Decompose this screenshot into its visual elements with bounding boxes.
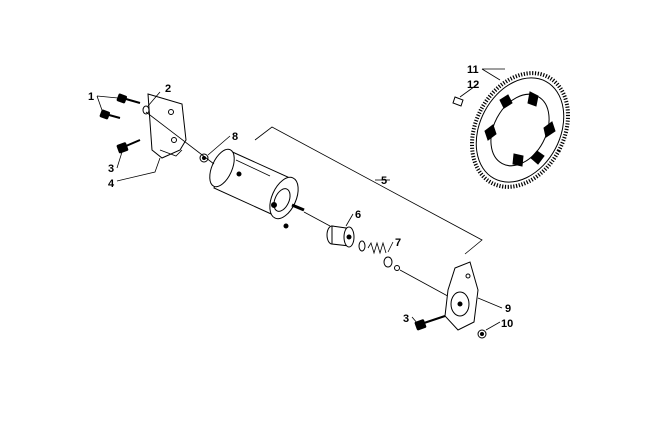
callout-3-top: 3 (108, 163, 114, 175)
callout-12: 12 (467, 79, 479, 91)
callout-3-bottom: 3 (403, 313, 409, 325)
screw-icon (452, 96, 464, 107)
kit-outline (254, 126, 483, 255)
callout-6: 6 (355, 209, 361, 221)
bolt-upper (116, 93, 141, 104)
callout-7: 7 (395, 237, 401, 249)
ring-gear-icon (470, 71, 570, 189)
callout-8: 8 (232, 131, 238, 143)
drive-gear-icon (326, 225, 355, 248)
bolt-rear (414, 315, 446, 331)
callout-10: 10 (501, 318, 513, 330)
rear-nut (477, 329, 487, 339)
centerline (145, 111, 456, 301)
callout-5: 5 (381, 175, 387, 187)
bolt-bracket (116, 139, 141, 154)
callout-1: 1 (88, 91, 94, 103)
front-bracket (147, 93, 187, 159)
leader-lines (96, 68, 505, 331)
spring-kit-icon (358, 240, 400, 271)
rear-bracket (444, 261, 479, 331)
callout-9: 9 (505, 303, 511, 315)
starter-motor (209, 148, 305, 229)
bolt-lower (99, 109, 121, 120)
callout-2: 2 (165, 83, 171, 95)
callout-11: 11 (467, 64, 479, 76)
washer-icon (142, 105, 150, 115)
callout-4: 4 (108, 178, 115, 190)
